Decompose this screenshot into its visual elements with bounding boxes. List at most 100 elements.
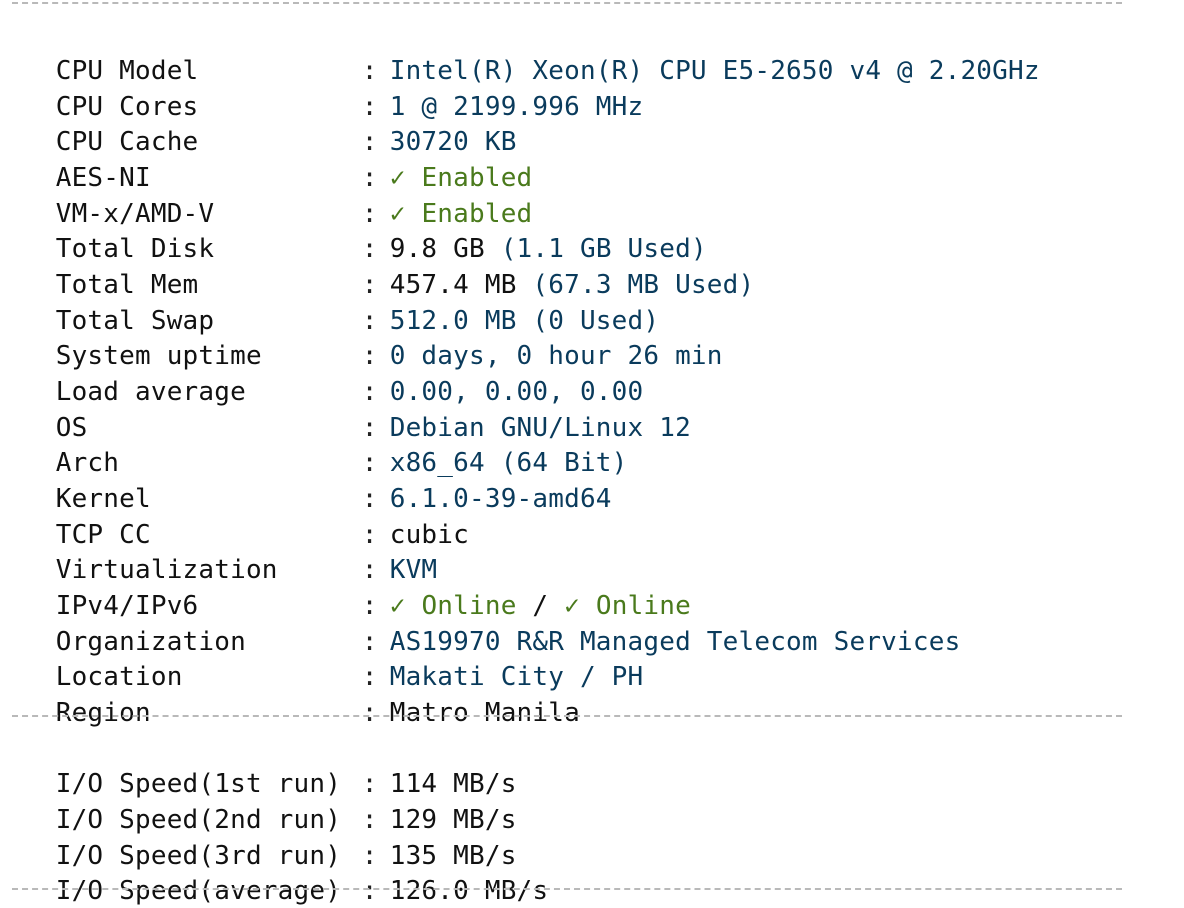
row-separator: :	[361, 662, 378, 692]
row-value: AS19970 R&R Managed Telecom Services	[389, 627, 961, 657]
row-separator: :	[361, 555, 378, 585]
row-region: Region: Matro Manila	[24, 662, 580, 728]
row-tcp-cc: TCP CC: cubic	[24, 484, 469, 550]
row-value: KVM	[389, 555, 438, 585]
row-io-speed-average: I/O Speed(average):126.0 MB/s	[24, 840, 548, 906]
row-label: Region	[55, 698, 151, 728]
row-separator: :	[361, 769, 378, 799]
row-value-extra: Online	[595, 591, 691, 621]
check-icon: ✓	[564, 591, 580, 621]
row-label: CPU Cache	[55, 127, 199, 157]
row-separator: :	[361, 127, 378, 157]
row-separator: :	[361, 341, 378, 371]
check-icon: ✓	[389, 163, 406, 193]
row-separator: :	[361, 234, 378, 264]
row-label: System uptime	[55, 341, 262, 371]
row-label: Virtualization	[55, 555, 278, 585]
row-value: Enabled	[421, 163, 533, 193]
row-arch: Arch: x86_64 (64 Bit)	[24, 412, 628, 478]
row-label: VM-x/AMD-V	[55, 199, 215, 229]
row-value: 6.1.0-39-amd64	[389, 484, 612, 514]
check-icon: ✓	[389, 591, 406, 621]
row-separator: :	[361, 306, 378, 336]
row-separator: :	[361, 627, 378, 657]
row-label: Organization	[55, 627, 246, 657]
row-total-disk: Total Disk:9.8 GB (1.1 GB Used)	[24, 198, 707, 264]
check-icon: ✓	[389, 199, 406, 229]
row-organization: Organization: AS19970 R&R Managed Telecom…	[24, 591, 961, 657]
row-io-speed-2: I/O Speed(2nd run):129 MB/s	[24, 769, 517, 835]
row-os: OS: Debian GNU/Linux 12	[24, 377, 691, 443]
row-label: CPU Cores	[55, 92, 199, 122]
row-separator: :	[361, 377, 378, 407]
row-label: I/O Speed(average)	[55, 876, 342, 906]
row-kernel: Kernel:6.1.0-39-amd64	[24, 448, 612, 514]
row-value: 512.0 MB (0 Used)	[389, 306, 660, 336]
row-io-speed-3: I/O Speed(3rd run):135 MB/s	[24, 805, 517, 871]
row-load-average: Load average:0.00, 0.00, 0.00	[24, 341, 643, 407]
row-value: Matro Manila	[389, 698, 580, 728]
row-virtualization: Virtualization: KVM	[24, 519, 437, 585]
row-vmx-amdv: VM-x/AMD-V: ✓ Enabled	[24, 163, 533, 229]
row-divider: /	[532, 591, 549, 621]
row-value: x86_64 (64 Bit)	[389, 448, 628, 478]
row-label: Total Mem	[55, 270, 199, 300]
row-label: Location	[55, 662, 183, 692]
row-value: 457.4 MB	[389, 270, 517, 300]
top-divider	[12, 2, 1122, 4]
row-value: 0.00, 0.00, 0.00	[389, 377, 644, 407]
row-system-uptime: System uptime:0 days, 0 hour 26 min	[24, 305, 723, 371]
row-separator: :	[361, 876, 378, 906]
row-value-extra: (67.3 MB Used)	[532, 270, 755, 300]
row-separator: :	[361, 591, 378, 621]
row-separator: :	[361, 805, 378, 835]
row-total-mem: Total Mem:457.4 MB (67.3 MB Used)	[24, 234, 754, 300]
row-io-speed-1: I/O Speed(1st run):114 MB/s	[24, 733, 517, 799]
row-value: 30720 KB	[389, 127, 517, 157]
row-label: I/O Speed(2nd run)	[55, 805, 342, 835]
row-separator: :	[361, 413, 378, 443]
row-value: Online	[421, 591, 517, 621]
row-label: Total Swap	[55, 306, 215, 336]
row-value: 1 @ 2199.996 MHz	[389, 92, 644, 122]
row-value: 0 days, 0 hour 26 min	[389, 341, 723, 371]
row-separator: :	[361, 520, 378, 550]
row-separator: :	[361, 448, 378, 478]
row-separator: :	[361, 484, 378, 514]
row-value: Debian GNU/Linux 12	[389, 413, 691, 443]
row-value-extra: (1.1 GB Used)	[500, 234, 707, 264]
row-value: 129 MB/s	[389, 805, 517, 835]
row-separator: :	[361, 56, 378, 86]
row-aes-ni: AES-NI: ✓ Enabled	[24, 127, 533, 193]
row-value: 126.0 MB/s	[389, 876, 549, 906]
row-label: Arch	[55, 448, 120, 478]
row-label: I/O Speed(1st run)	[55, 769, 342, 799]
row-value: 9.8 GB	[389, 234, 485, 264]
middle-divider	[12, 715, 1122, 717]
row-cpu-cores: CPU Cores:1 @ 2199.996 MHz	[24, 56, 643, 122]
row-total-swap: Total Swap:512.0 MB (0 Used)	[24, 270, 659, 336]
row-value: 114 MB/s	[389, 769, 517, 799]
row-separator: :	[361, 199, 378, 229]
row-label: TCP CC	[55, 520, 151, 550]
row-cpu-cache: CPU Cache:30720 KB	[24, 91, 517, 157]
row-ipv4-ipv6: IPv4/IPv6: ✓ Online / ✓ Online	[24, 555, 691, 621]
row-value: Intel(R) Xeon(R) CPU E5-2650 v4 @ 2.20GH…	[389, 56, 1040, 86]
row-cpu-model: CPU Model: Intel(R) Xeon(R) CPU E5-2650 v…	[24, 20, 1040, 86]
row-value: Makati City / PH	[389, 662, 644, 692]
row-value: Enabled	[421, 199, 533, 229]
row-label: I/O Speed(3rd run)	[55, 841, 342, 871]
row-separator: :	[361, 270, 378, 300]
bottom-divider	[12, 888, 1122, 890]
row-location: Location: Makati City / PH	[24, 626, 643, 692]
row-value: cubic	[389, 520, 469, 550]
row-label: AES-NI	[55, 163, 151, 193]
row-label: OS	[55, 413, 88, 443]
row-label: IPv4/IPv6	[55, 591, 199, 621]
row-separator: :	[361, 698, 378, 728]
row-separator: :	[361, 92, 378, 122]
row-label: Kernel	[55, 484, 151, 514]
row-value: 135 MB/s	[389, 841, 517, 871]
row-separator: :	[361, 841, 378, 871]
row-label: CPU Model	[55, 56, 199, 86]
